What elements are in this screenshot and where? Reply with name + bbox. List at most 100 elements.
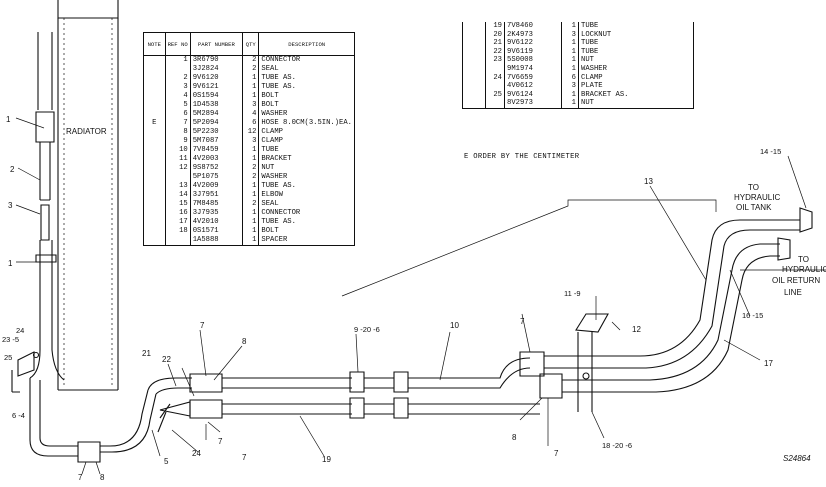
cell-ref: 25	[485, 90, 505, 100]
cell-qty: 1	[242, 191, 260, 200]
cell-part: 0S1571	[190, 227, 244, 236]
cell-note	[144, 209, 166, 218]
main-tubes	[364, 219, 800, 415]
cell-desc: BOLT	[261, 101, 279, 109]
cell-qty: 2	[242, 65, 260, 74]
cell-qty: 1	[242, 209, 260, 218]
to-hydraulic-oil-tank-label: TO HYDRAULIC OIL TANK	[734, 183, 780, 212]
cell-desc: CONNECTOR	[261, 209, 301, 217]
cell-ref	[485, 82, 505, 91]
cell-note: E	[144, 119, 166, 128]
callout-24a: 24	[16, 326, 24, 335]
callout-12: 12	[632, 325, 641, 334]
cell-note	[144, 173, 166, 182]
cell-part: 1A5888	[190, 236, 244, 245]
cell-qty: 3	[242, 137, 260, 146]
cell-part: 8V2973	[504, 99, 562, 108]
cell-part: 7M8485	[190, 200, 244, 209]
cell-note	[144, 55, 166, 65]
cell-ref	[165, 173, 191, 182]
callout-3: 3	[8, 201, 13, 210]
cell-desc: WASHER	[261, 173, 288, 181]
cell-qty: 1	[242, 236, 260, 245]
cell-desc: ELBOW	[261, 191, 283, 199]
cell-qty: 1	[242, 227, 260, 236]
cell-part: 3J2824	[190, 65, 244, 74]
cell-qty: 1	[561, 47, 579, 57]
cell-note	[144, 227, 166, 236]
cell-ref: 1	[165, 55, 191, 65]
cell-part: 5P2094	[190, 119, 244, 128]
cell-qty: 1	[561, 99, 579, 108]
cell-desc: CLAMP	[261, 137, 283, 145]
cell-part: 9V6124	[504, 90, 562, 100]
cell-ref: 8	[165, 128, 191, 137]
cell-qty: 4	[242, 110, 260, 119]
cell-ref: 5	[165, 101, 191, 110]
cell-note	[144, 218, 166, 227]
cell-note	[144, 191, 166, 200]
callout-8a: 8	[242, 337, 247, 346]
cell-note	[144, 128, 166, 137]
cell-qty: 1	[242, 83, 260, 92]
cell-desc: SPACER	[261, 236, 288, 244]
cell-note	[144, 101, 166, 110]
upright-brackets	[575, 313, 609, 412]
cell-part: 7V8459	[190, 146, 244, 155]
callout-13: 13	[644, 177, 653, 186]
callout-1b: 1	[8, 259, 13, 268]
cell-part: 1D4538	[190, 101, 244, 110]
cell-desc: WASHER	[581, 64, 607, 73]
cell-note	[463, 30, 486, 40]
cell-ref: 6	[165, 110, 191, 119]
table-note: E ORDER BY THE CENTIMETER	[464, 153, 580, 161]
cell-desc: TUBE	[261, 146, 279, 154]
cell-ref: 24	[485, 73, 505, 83]
radiator	[57, 0, 119, 391]
callout-16-15: 16 -15	[742, 311, 763, 320]
cell-note	[144, 182, 166, 191]
callout-7f: 7	[554, 449, 559, 458]
cell-ref: 21	[485, 39, 505, 48]
cell-desc: CLAMP	[261, 128, 283, 136]
cell-qty: 1	[561, 22, 579, 31]
cell-note	[463, 73, 486, 83]
cell-qty: 2	[242, 164, 260, 173]
callout-7b: 7	[78, 473, 83, 482]
svg-text:OIL TANK: OIL TANK	[736, 203, 772, 212]
cell-ref: 23	[485, 56, 505, 65]
cell-ref: 19	[485, 22, 505, 31]
callout-7e: 7	[520, 317, 525, 326]
cell-part: 5P1075	[190, 173, 244, 182]
cell-ref: 4	[165, 92, 191, 101]
cell-note	[463, 90, 486, 100]
cell-part: 5P2230	[190, 128, 244, 137]
header-ref: REF NO	[165, 33, 191, 56]
callout-8c: 8	[512, 433, 517, 442]
leader-lines	[15, 117, 826, 475]
cell-ref: 20	[485, 30, 505, 40]
cell-part: 2K4973	[504, 30, 562, 40]
cell-note	[463, 99, 486, 108]
cell-ref: 11	[165, 155, 191, 164]
figure-id: S24864	[783, 454, 811, 463]
cell-qty: 1	[242, 146, 260, 155]
cell-qty: 3	[561, 82, 579, 91]
callout-10: 10	[450, 321, 459, 330]
svg-text:TO: TO	[798, 255, 809, 264]
callout-19: 19	[322, 455, 331, 464]
callout-6-4: 6 -4	[12, 411, 25, 420]
cell-ref: 14	[165, 191, 191, 200]
cell-part: 9V6120	[190, 74, 244, 83]
cell-qty: 1	[561, 39, 579, 48]
